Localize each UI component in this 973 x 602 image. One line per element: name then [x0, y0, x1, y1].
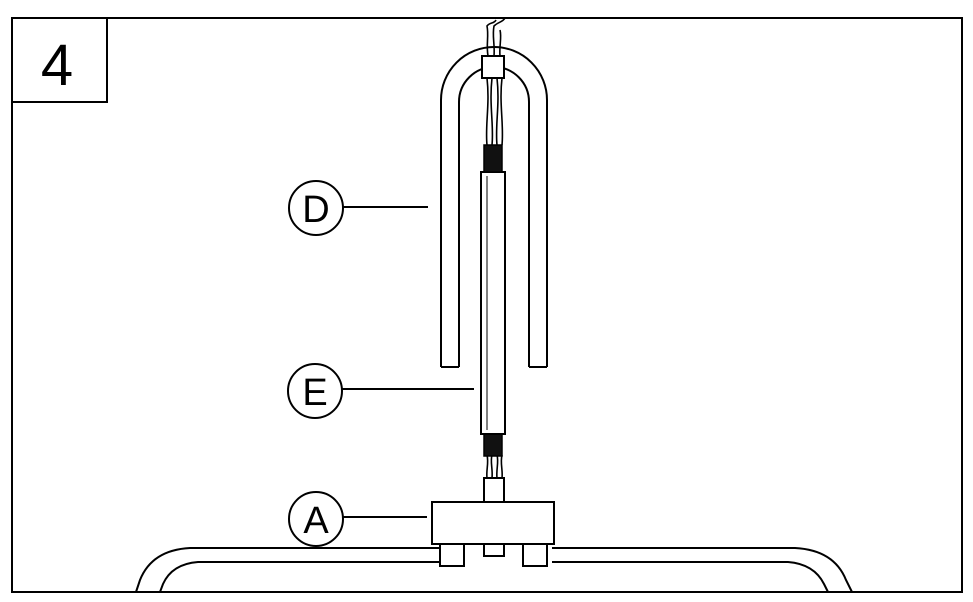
step-number: 4 — [41, 33, 73, 98]
upper-wires — [485, 17, 506, 146]
step-number-box: 4 — [11, 17, 108, 103]
base-frame-tube — [135, 547, 853, 593]
callout-e: E — [287, 363, 474, 419]
wire-clip — [481, 55, 505, 79]
callout-a: A — [288, 491, 427, 547]
callout-e-letter: E — [302, 372, 327, 414]
lower-wires — [485, 454, 504, 479]
callout-d-letter: D — [302, 189, 329, 231]
callout-a-letter: A — [303, 500, 329, 542]
callout-d: D — [288, 180, 428, 236]
part-e-tube — [480, 144, 506, 457]
part-a-connector — [431, 477, 555, 567]
